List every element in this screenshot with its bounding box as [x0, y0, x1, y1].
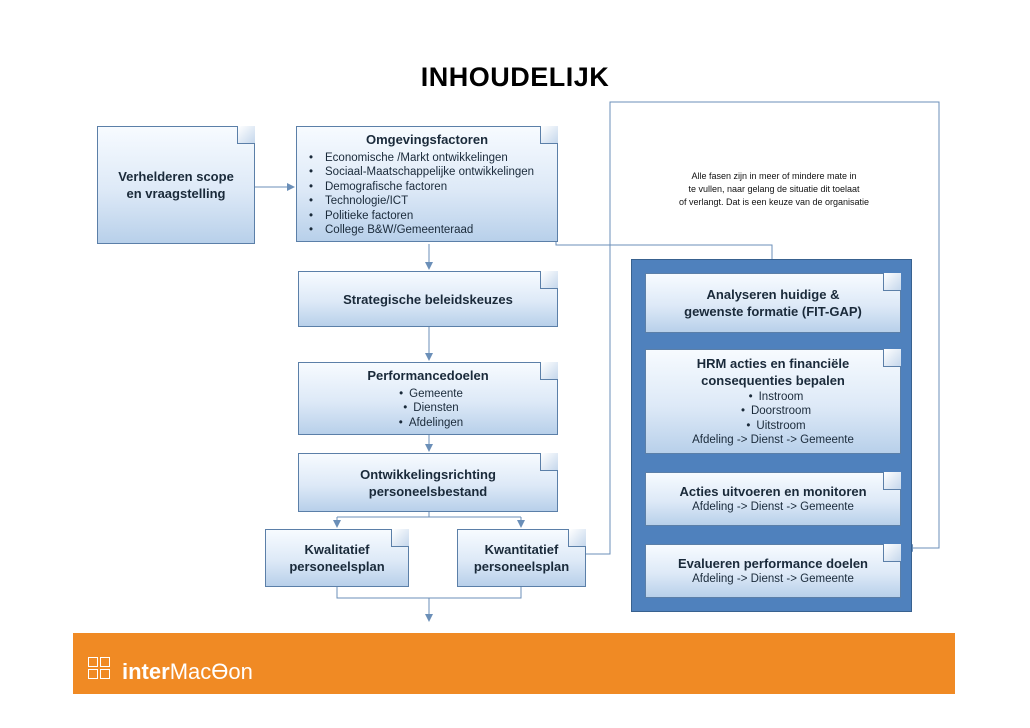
kwalitatief-box: Kwalitatief personeelsplan — [265, 529, 409, 587]
ontwikkelingsrichting-box: Ontwikkelingsrichting personeelsbestand — [298, 453, 558, 512]
kwalitatief-line1: Kwalitatief — [304, 542, 370, 557]
phases-note: Alle fasen zijn in meer of mindere mate … — [668, 170, 880, 209]
analyseren-line2: gewenste formatie (FIT-GAP) — [684, 304, 862, 319]
hrm-list: Instroom Doorstroom Uitstroom — [735, 390, 811, 434]
acties-uitvoeren-box: Acties uitvoeren en monitoren Afdeling -… — [645, 472, 901, 526]
omgeving-item: Demografische factoren — [309, 180, 534, 195]
kwalitatief-line2: personeelsplan — [289, 559, 385, 574]
performancedoelen-box: Performancedoelen Gemeente Diensten Afde… — [298, 362, 558, 435]
analyseren-fold — [883, 273, 901, 291]
strategische-label: Strategische beleidskeuzes — [343, 291, 513, 307]
hrm-item: Instroom — [735, 390, 811, 405]
hrm-item: Uitstroom — [735, 419, 811, 434]
performancedoelen-fold — [540, 362, 558, 380]
scope-line1: Verhelderen scope — [118, 169, 234, 184]
hrm-line1: HRM acties en financiële — [696, 355, 850, 371]
hrm-sub: Afdeling -> Dienst -> Gemeente — [692, 434, 854, 447]
scope-fold — [237, 126, 255, 144]
brand-rest: MacƟon — [169, 659, 253, 684]
strategische-fold — [540, 271, 558, 289]
scope-line2: en vraagstelling — [126, 186, 226, 201]
analyseren-line1: Analyseren huidige & — [706, 287, 840, 302]
scope-box: Verhelderen scope en vraagstelling — [97, 126, 255, 244]
omgevingsfactoren-list: Economische /Markt ontwikkelingen Sociaa… — [309, 151, 534, 238]
evalueren-heading: Evalueren performance doelen — [677, 556, 868, 571]
footer-bar — [73, 633, 955, 694]
kwantitatief-fold — [568, 529, 586, 547]
omgeving-item: Economische /Markt ontwikkelingen — [309, 151, 534, 166]
omgeving-item: Sociaal-Maatschappelijke ontwikkelingen — [309, 165, 534, 180]
evalueren-sub: Afdeling -> Dienst -> Gemeente — [692, 573, 854, 585]
brand-logo-text: interMacƟon — [122, 659, 253, 685]
strategische-beleidskeuzes-box: Strategische beleidskeuzes — [298, 271, 558, 327]
note-line1: Alle fasen zijn in meer of mindere mate … — [691, 171, 857, 181]
acties-heading: Acties uitvoeren en monitoren — [679, 484, 867, 499]
performance-item: Afdelingen — [393, 416, 463, 431]
kwalitatief-fold — [391, 529, 409, 547]
page-title: INHOUDELIJK — [420, 62, 610, 92]
omgeving-item: Politieke factoren — [309, 209, 534, 224]
note-line3: of verlangt. Dat is een keuze van de org… — [678, 197, 870, 207]
hrm-item: Doorstroom — [735, 404, 811, 419]
performance-item: Gemeente — [393, 387, 463, 402]
analyseren-box: Analyseren huidige & gewenste formatie (… — [645, 273, 901, 333]
evalueren-fold — [883, 544, 901, 562]
note-line2: te vullen, naar gelang de situatie dit t… — [688, 184, 860, 194]
performance-item: Diensten — [393, 401, 463, 416]
ontwikkelingsrichting-fold — [540, 453, 558, 471]
hrm-acties-box: HRM acties en financiële consequenties b… — [645, 349, 901, 454]
omgeving-item: College B&W/Gemeenteraad — [309, 223, 534, 238]
ontwikkeling-line1: Ontwikkelingsrichting — [360, 466, 496, 482]
hrm-acties-fold — [883, 349, 901, 367]
brand-bold: inter — [122, 659, 170, 684]
kwantitatief-line1: Kwantitatief — [484, 542, 559, 557]
puzzle-icon — [88, 657, 110, 679]
omgevingsfactoren-heading: Omgevingsfactoren — [365, 131, 489, 147]
kwantitatief-box: Kwantitatief personeelsplan — [457, 529, 586, 587]
performancedoelen-list: Gemeente Diensten Afdelingen — [393, 387, 463, 431]
evalueren-box: Evalueren performance doelen Afdeling ->… — [645, 544, 901, 598]
hrm-line2: consequenties bepalen — [701, 372, 845, 388]
omgevingsfactoren-fold — [540, 126, 558, 144]
ontwikkeling-line2: personeelsbestand — [368, 483, 488, 499]
acties-sub: Afdeling -> Dienst -> Gemeente — [692, 501, 854, 513]
omgevingsfactoren-box: Omgevingsfactoren Economische /Markt ont… — [296, 126, 558, 242]
acties-uitvoeren-fold — [883, 472, 901, 490]
omgeving-item: Technologie/ICT — [309, 194, 534, 209]
kwantitatief-line2: personeelsplan — [473, 559, 570, 574]
performancedoelen-heading: Performancedoelen — [367, 367, 489, 383]
